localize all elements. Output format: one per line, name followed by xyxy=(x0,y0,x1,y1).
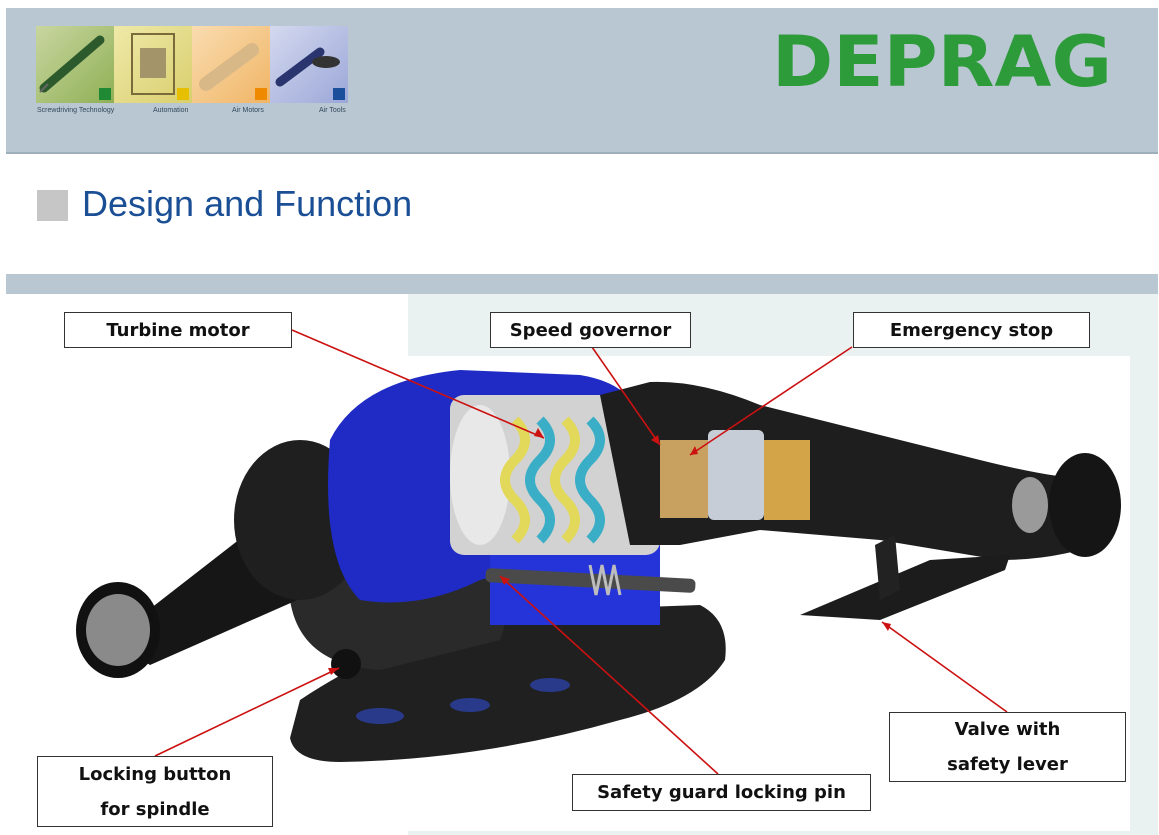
page-title: Design and Function xyxy=(82,183,413,224)
guard-fixture xyxy=(356,708,404,724)
arrowhead xyxy=(882,622,891,631)
leader-safety-pin xyxy=(499,575,719,775)
arrowhead xyxy=(651,435,660,445)
brand-wordmark: DEPRAG xyxy=(772,21,1112,96)
leader-arrowheads xyxy=(328,428,891,675)
safety-lever xyxy=(800,555,1010,620)
safety-guard xyxy=(290,605,726,762)
guard-locking-pin xyxy=(485,568,696,593)
deprag-logo: DEPRAG xyxy=(772,21,1112,96)
leader-lines xyxy=(154,329,1008,775)
title-bullet xyxy=(37,190,68,221)
arrowhead xyxy=(534,428,544,438)
logo-caption-air-motors: Air Motors xyxy=(232,107,264,114)
inlet-fitting xyxy=(1012,477,1048,533)
air-motor-icon xyxy=(199,43,259,91)
screwdriving-logo xyxy=(36,26,114,103)
callout-turbine-motor: Turbine motor xyxy=(64,312,292,348)
automation-logo xyxy=(114,26,192,103)
arrowhead xyxy=(690,446,698,455)
arrowhead xyxy=(328,668,339,675)
automation-machine-icon xyxy=(131,33,175,95)
callout-valve-line2: safety lever xyxy=(947,754,1068,775)
pin-spring xyxy=(588,564,622,596)
speed-governor-part xyxy=(660,440,708,518)
leader-valve-lever xyxy=(881,621,1008,713)
section-divider xyxy=(6,274,1158,294)
callout-locking-line2: for spindle xyxy=(100,798,210,820)
logo-caption-screwdriving: Screwdriving Technology xyxy=(37,107,115,114)
lever-pivot xyxy=(875,535,900,600)
screwdriver-icon xyxy=(39,35,105,93)
air-motors-accent xyxy=(255,88,267,100)
callout-speed-governor: Speed governor xyxy=(490,312,691,348)
callout-locking-line1: Locking button xyxy=(78,763,232,785)
callout-locking-button: Locking button for spindle xyxy=(37,756,273,827)
callout-valve-line1: Valve with xyxy=(954,719,1061,740)
header-divider xyxy=(6,152,1158,154)
automation-accent xyxy=(177,88,189,100)
logo-caption-automation: Automation xyxy=(153,107,189,114)
leader-emergency-stop xyxy=(689,346,853,456)
angle-grinder-icon xyxy=(275,47,340,87)
air-motors-logo xyxy=(192,26,270,103)
side-handle-cap xyxy=(86,594,150,666)
air-inlet xyxy=(1049,453,1121,557)
turbine-inlet xyxy=(450,405,510,545)
product-category-logos: Screwdriving Technology Automation Air M… xyxy=(36,26,349,118)
callout-valve-safety-lever: Valve with safety lever xyxy=(889,712,1126,782)
callout-emergency-stop: Emergency stop xyxy=(853,312,1090,348)
leader-locking-button xyxy=(154,667,340,757)
title-band xyxy=(6,154,1158,274)
air-tools-accent xyxy=(333,88,345,100)
valve-body xyxy=(764,440,810,520)
emergency-stop-part xyxy=(708,430,764,520)
arrowhead xyxy=(500,576,510,585)
guard-fixture xyxy=(450,698,490,712)
spindle-lock-button xyxy=(331,649,361,679)
callout-safety-guard-pin: Safety guard locking pin xyxy=(572,774,871,811)
screwdriving-accent xyxy=(99,88,111,100)
leader-turbine-motor xyxy=(291,329,545,439)
air-tools-logo xyxy=(270,26,348,103)
turbine-blades xyxy=(500,416,605,544)
guard-fixture xyxy=(530,678,570,692)
logo-caption-air-tools: Air Tools xyxy=(319,107,346,114)
leader-speed-governor xyxy=(591,346,661,446)
